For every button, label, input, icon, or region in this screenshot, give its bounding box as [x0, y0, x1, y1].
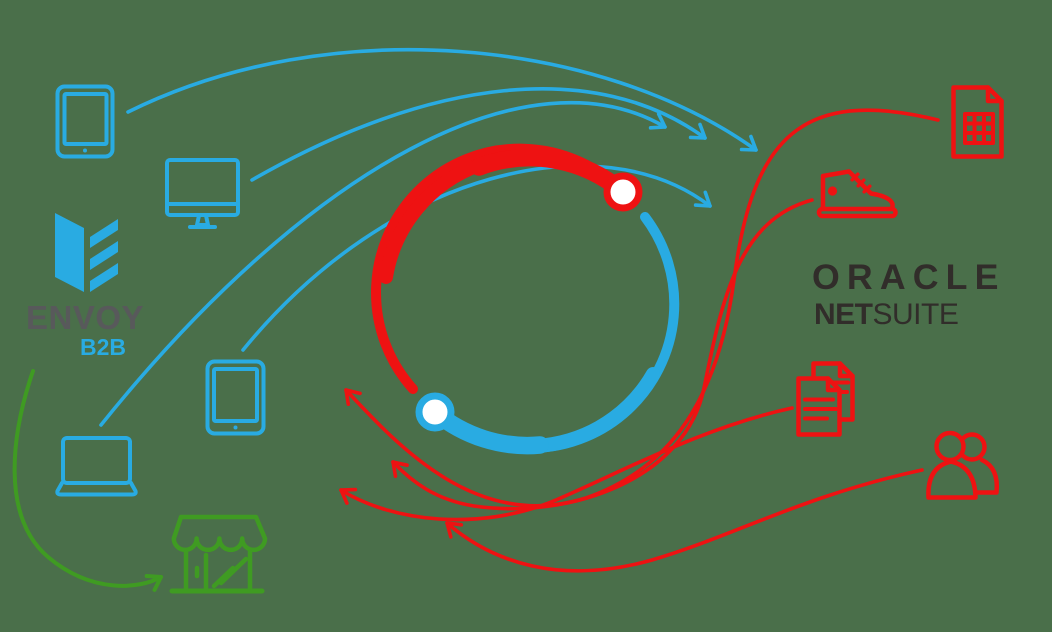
sync-loop-icon — [371, 143, 680, 455]
flow-arrow-laptop-to-netsuite — [99, 100, 667, 427]
customers-icon — [926, 430, 1000, 500]
flow-arrow-sneaker-to-envoy — [391, 198, 814, 511]
envoy-logo-title: ENVOY — [26, 299, 145, 336]
sync-red-arc — [371, 143, 632, 394]
flow-arrow-customers-to-envoy — [445, 468, 924, 573]
netsuite-suite-text: SUITE — [872, 298, 959, 331]
blue-flow-arrows — [99, 48, 758, 427]
flow-arrow-tablet2-to-netsuite — [241, 164, 712, 352]
green-flow-arrow — [12, 369, 163, 592]
desktop-icon — [165, 158, 240, 229]
laptop-icon — [55, 436, 138, 497]
tablet-home-button — [83, 148, 87, 153]
sync-node-top — [603, 172, 643, 212]
sneaker-eyelet — [827, 186, 838, 196]
store-window-glare — [211, 565, 236, 589]
netsuite-net-text: NET — [814, 298, 873, 331]
oracle-logo-text: ORACLE — [812, 258, 1006, 297]
tablet-home-button — [233, 425, 238, 430]
documents-icon — [796, 361, 855, 437]
tablet-icon-2 — [205, 359, 266, 436]
flow-arrow-envoy-to-store — [12, 369, 163, 592]
sneaker-laces — [850, 172, 872, 194]
flow-arrow-spreadsheet-to-envoy — [344, 108, 940, 508]
sneaker-icon — [816, 169, 898, 219]
flow-arrow-desktop-to-netsuite — [250, 87, 707, 182]
spreadsheet-document-icon — [951, 85, 1004, 159]
envoy-mark-icon — [55, 213, 118, 292]
sync-node-bottom — [415, 392, 455, 432]
storefront-icon — [169, 514, 268, 594]
netsuite-logo-text: NETSUITE — [814, 298, 959, 332]
store-window-glare — [218, 556, 249, 586]
red-flow-arrows — [339, 108, 940, 573]
tablet-icon — [55, 84, 115, 159]
sync-blue-arc — [426, 212, 680, 455]
envoy-logo-subtitle: B2B — [80, 334, 127, 360]
flow-arrow-documents-to-envoy — [339, 406, 794, 522]
spreadsheet-grid — [963, 112, 995, 145]
store-awning — [171, 514, 268, 553]
flow-arrow-tablet-to-netsuite — [126, 48, 758, 152]
